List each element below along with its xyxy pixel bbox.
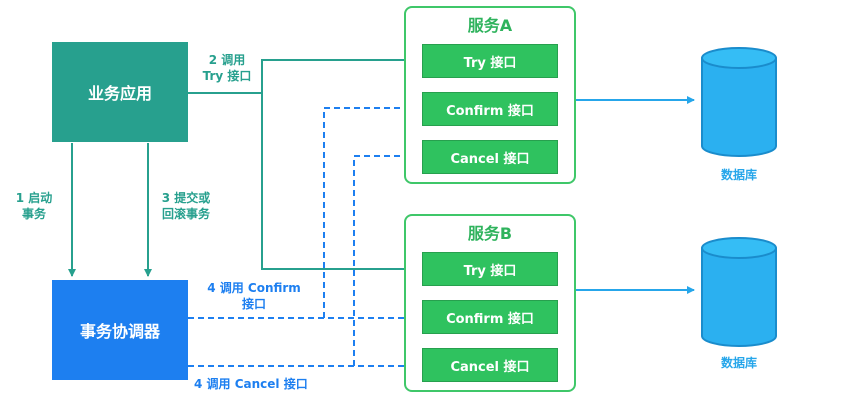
service-b-title: 服务B (467, 224, 513, 243)
edge-label-call-try: 2 调用 Try 接口 (192, 52, 262, 84)
edge-try-a (188, 56, 419, 94)
edge-try-b (261, 93, 419, 273)
business-app-label: 业务应用 (87, 84, 152, 103)
database-icon (701, 237, 777, 347)
service-a-title: 服务A (467, 16, 513, 35)
edge-confirm-a (323, 104, 419, 318)
edge-label-call-confirm-line1: 4 调用 Confirm (207, 281, 301, 295)
service-a-cancel-interface: Cancel 接口 (422, 140, 558, 174)
database-icon (701, 47, 777, 157)
edge-label-call-try-line2: Try 接口 (202, 69, 252, 83)
edge-label-call-try-line1: 2 调用 (208, 53, 246, 67)
service-b-confirm-interface: Confirm 接口 (422, 300, 558, 334)
service-b-try-interface: Try 接口 (422, 252, 558, 286)
service-a-try-interface: Try 接口 (422, 44, 558, 78)
edge-label-call-confirm-line2: 接口 (241, 297, 266, 311)
edge-label-start-tx-line2: 事务 (21, 207, 46, 221)
edge-label-call-confirm: 4 调用 Confirm 接口 (192, 280, 316, 312)
transaction-coordinator-node: 事务协调器 (52, 280, 188, 380)
edge-label-submit-rollback-line1: 3 提交或 (161, 191, 211, 205)
edge-label-call-cancel: 4 调用 Cancel 接口 (194, 377, 308, 391)
service-b-group: 服务B Try 接口 Confirm 接口 Cancel 接口 (404, 214, 576, 392)
edge-label-start-tx-line1: 1 启动 (15, 191, 53, 205)
service-b-cancel-interface: Cancel 接口 (422, 348, 558, 382)
database-label: 数据库 (720, 168, 757, 182)
edge-cancel-a (353, 152, 419, 366)
service-a-group: 服务A Try 接口 Confirm 接口 Cancel 接口 (404, 6, 576, 184)
edge-label-submit-rollback-line2: 回滚事务 (161, 207, 210, 221)
coordinator-label: 事务协调器 (79, 322, 160, 341)
service-a-confirm-interface: Confirm 接口 (422, 92, 558, 126)
database-label: 数据库 (720, 356, 757, 370)
edge-label-submit-rollback: 3 提交或 回滚事务 (150, 190, 222, 222)
edge-label-start-tx: 1 启动 事务 (12, 190, 56, 222)
business-app-node: 业务应用 (52, 42, 188, 142)
